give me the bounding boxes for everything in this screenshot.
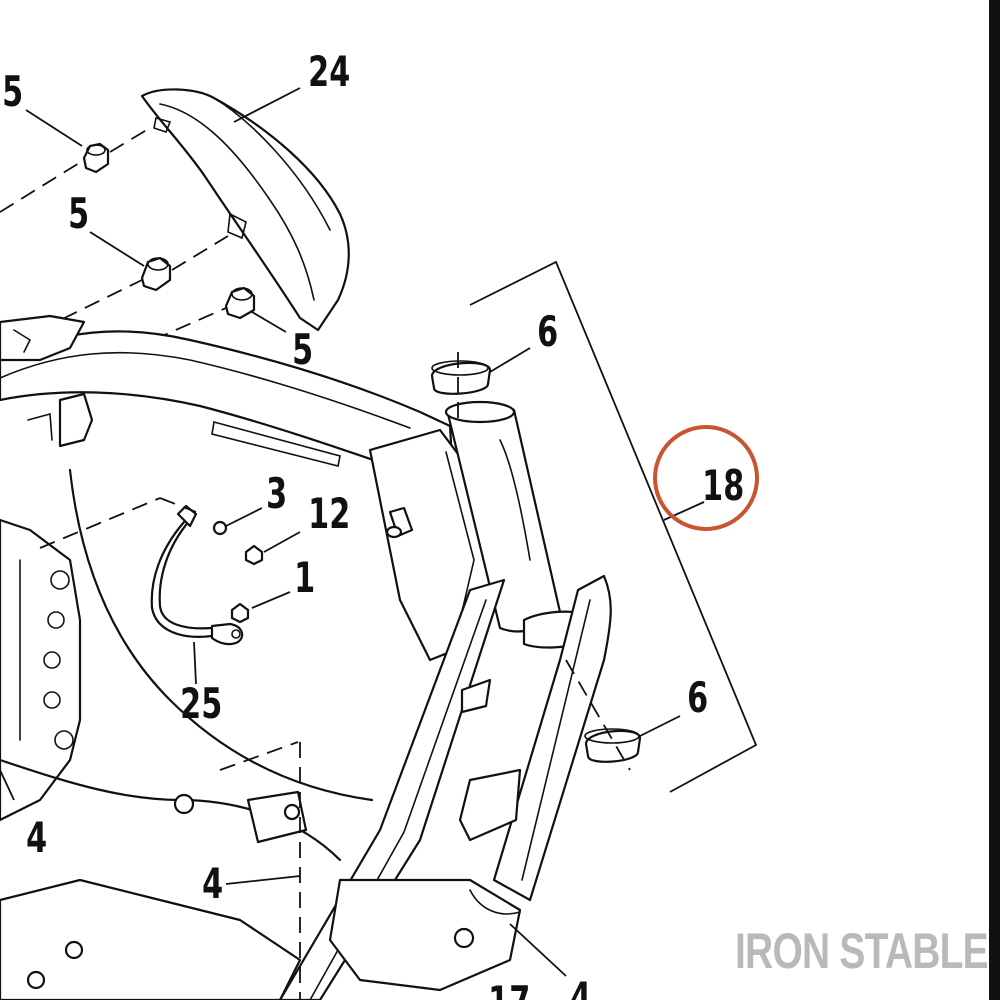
callout-5-top: 5 bbox=[2, 67, 23, 116]
callout-24: 24 bbox=[308, 47, 350, 96]
washer-3 bbox=[212, 520, 228, 536]
callout-1: 1 bbox=[294, 553, 315, 602]
callout-6-top: 6 bbox=[537, 307, 558, 356]
bumper-5-top bbox=[82, 142, 110, 174]
callout-6-bottom: 6 bbox=[687, 673, 708, 722]
frame-down-tubes bbox=[278, 574, 612, 1000]
callout-4-middle: 4 bbox=[202, 859, 223, 908]
callout-12: 12 bbox=[308, 489, 350, 538]
callout-3: 3 bbox=[266, 469, 287, 518]
callout-17: 17 bbox=[488, 977, 530, 1000]
callout-25: 25 bbox=[180, 679, 222, 728]
ground-cable-25 bbox=[150, 504, 244, 646]
assembly-bracket-18 bbox=[469, 260, 758, 793]
leader-lines bbox=[0, 87, 705, 977]
bearing-cup-6-bottom bbox=[584, 728, 642, 763]
watermark-iron-stable: IRON STABLE bbox=[735, 923, 989, 979]
highlight-ring-18 bbox=[653, 425, 759, 531]
part-24-cover bbox=[140, 88, 350, 332]
bumper-5-middle bbox=[140, 256, 172, 292]
nut-12 bbox=[244, 544, 264, 566]
callout-18: 18 bbox=[702, 461, 744, 510]
callout-5-bottom: 5 bbox=[292, 325, 313, 374]
frame-side-plate bbox=[0, 392, 94, 822]
callout-4-left: 4 bbox=[26, 813, 47, 862]
screw-1 bbox=[230, 602, 250, 624]
callout-5-middle: 5 bbox=[68, 189, 89, 238]
bumper-5-bottom bbox=[224, 286, 256, 320]
frame-lower-rail bbox=[0, 468, 374, 1000]
right-border bbox=[989, 0, 1000, 1000]
bearing-cup-6-top bbox=[430, 360, 492, 395]
callout-4-right: 4 bbox=[570, 973, 591, 1000]
frame-bottom-crossmember bbox=[246, 790, 522, 992]
